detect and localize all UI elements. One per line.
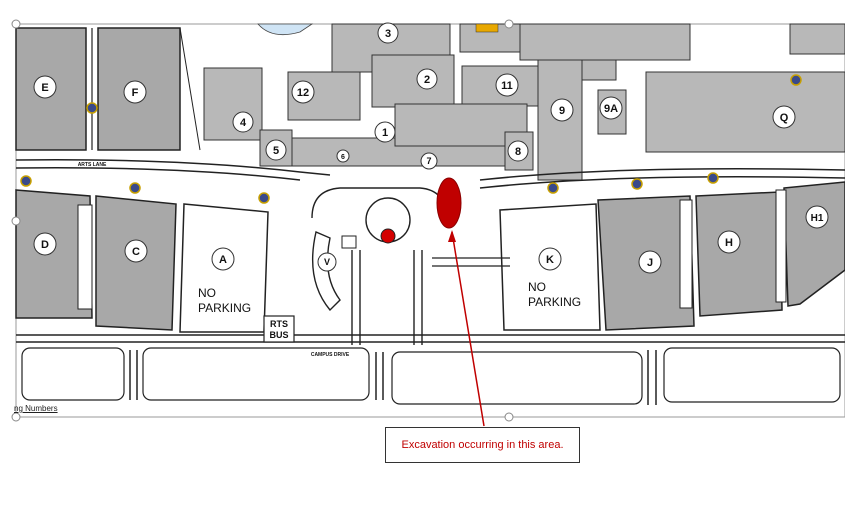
lot-j-label: J bbox=[647, 257, 653, 269]
building-9-label: 9 bbox=[559, 105, 565, 117]
building-7-label: 7 bbox=[426, 156, 431, 166]
pointer-arrowhead bbox=[448, 230, 456, 242]
lot-v-label: V bbox=[324, 257, 330, 267]
lot-c-label: C bbox=[132, 246, 140, 258]
excavation-callout-text: Excavation occurring in this area. bbox=[401, 439, 564, 451]
excavation-pointer-line bbox=[451, 231, 485, 427]
lot-e-label: E bbox=[41, 82, 48, 94]
rts-bus-box bbox=[263, 315, 295, 343]
plaza-lines bbox=[432, 257, 510, 267]
building-8-label: 8 bbox=[515, 146, 521, 158]
lots-right bbox=[597, 181, 845, 331]
lot-a-label: A bbox=[219, 254, 227, 266]
building-2-label: 2 bbox=[424, 74, 430, 86]
lot-h-label: H bbox=[725, 237, 733, 249]
lot-markers bbox=[33, 75, 829, 274]
building-markers bbox=[232, 22, 623, 170]
building-12-label: 12 bbox=[297, 87, 309, 99]
no-parking-a-line2: PARKING bbox=[198, 301, 251, 315]
bus-label: BUS bbox=[269, 330, 288, 340]
no-parking-a-line1: NO bbox=[198, 286, 216, 300]
lot-q-label: Q bbox=[780, 112, 789, 124]
lots-left-bottom bbox=[15, 189, 177, 331]
building-11-label: 11 bbox=[501, 80, 513, 92]
building-9a-label: 9A bbox=[604, 103, 618, 115]
lot-h1-label: H1 bbox=[811, 213, 824, 224]
lower-lots bbox=[21, 347, 841, 405]
selection-handles[interactable] bbox=[11, 19, 514, 422]
rts-label: RTS bbox=[270, 319, 288, 329]
no-parking-k-line1: NO bbox=[528, 280, 546, 294]
campus-drive-label: CAMPUS DRIVE bbox=[311, 352, 350, 358]
excavation-marker bbox=[436, 177, 462, 229]
orange-marker bbox=[475, 23, 499, 33]
building-4-label: 4 bbox=[240, 117, 247, 129]
building-5-label: 5 bbox=[273, 145, 279, 157]
lot-k-label: K bbox=[546, 254, 554, 266]
excavation-callout: Excavation occurring in this area. bbox=[385, 427, 580, 463]
pond bbox=[257, 23, 314, 36]
lot-f-label: F bbox=[132, 87, 139, 99]
legend-fragment: ng Numbers bbox=[14, 404, 58, 413]
building-3-label: 3 bbox=[385, 28, 391, 40]
roads bbox=[15, 159, 845, 405]
building-1-label: 1 bbox=[382, 127, 388, 139]
arts-lane-label: ARTS LANE bbox=[78, 162, 107, 168]
building-6-label: 6 bbox=[341, 154, 345, 161]
no-parking-k-line2: PARKING bbox=[528, 295, 581, 309]
campus-badges bbox=[20, 74, 802, 204]
lot-d-label: D bbox=[41, 239, 49, 251]
